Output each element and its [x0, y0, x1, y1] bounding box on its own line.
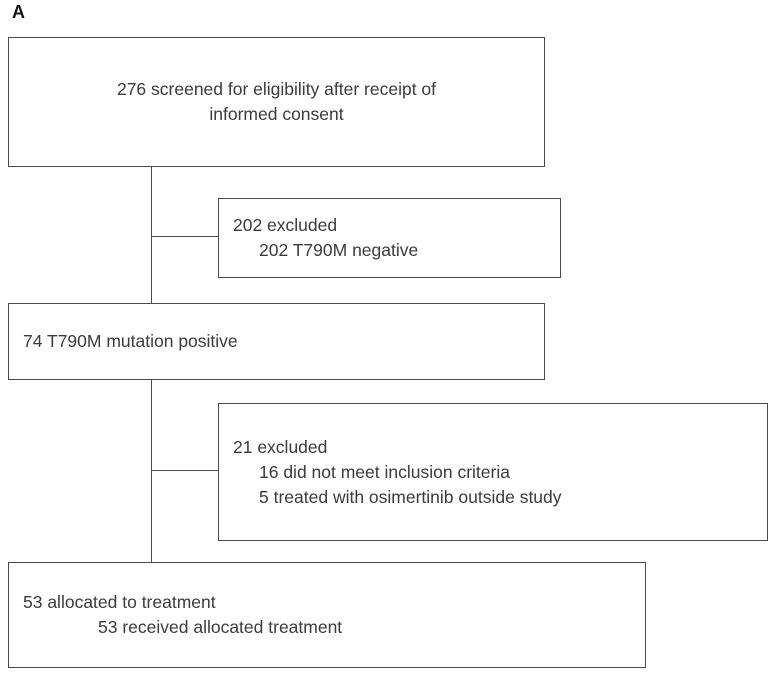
connector-branch-excluded-enrollment: [151, 470, 219, 472]
excluded-screening-box: 202 excluded 202 T790M negative: [218, 198, 561, 278]
allocated-box: 53 allocated to treatment 53 received al…: [8, 562, 646, 668]
screened-line-2: informed consent: [209, 104, 344, 124]
t790m-positive-box: 74 T790M mutation positive: [8, 303, 545, 380]
connector-screened-to-positive: [151, 166, 153, 304]
excluded-screening-line-1: 202 excluded: [233, 215, 338, 235]
excluded-enrollment-line-3: 5 treated with osimertinib outside study: [259, 486, 562, 507]
allocated-line-1: 53 allocated to treatment: [23, 592, 216, 612]
panel-label-a: A: [12, 2, 26, 22]
excluded-screening-line-2: 202 T790M negative: [259, 240, 419, 260]
excluded-enrollment-line-2: 16 did not meet inclusion criteria: [259, 461, 510, 482]
t790m-positive-line-1: 74 T790M mutation positive: [23, 331, 238, 351]
screened-line-1: 276 screened for eligibility after recei…: [116, 79, 437, 99]
excluded-enrollment-box: 21 excluded 16 did not meet inclusion cr…: [218, 403, 768, 541]
connector-branch-excluded-screening: [151, 236, 219, 238]
allocated-line-2: 53 received allocated treatment: [98, 617, 343, 637]
screened-box: 276 screened for eligibility after recei…: [8, 37, 545, 167]
excluded-enrollment-line-1: 21 excluded: [233, 436, 328, 457]
